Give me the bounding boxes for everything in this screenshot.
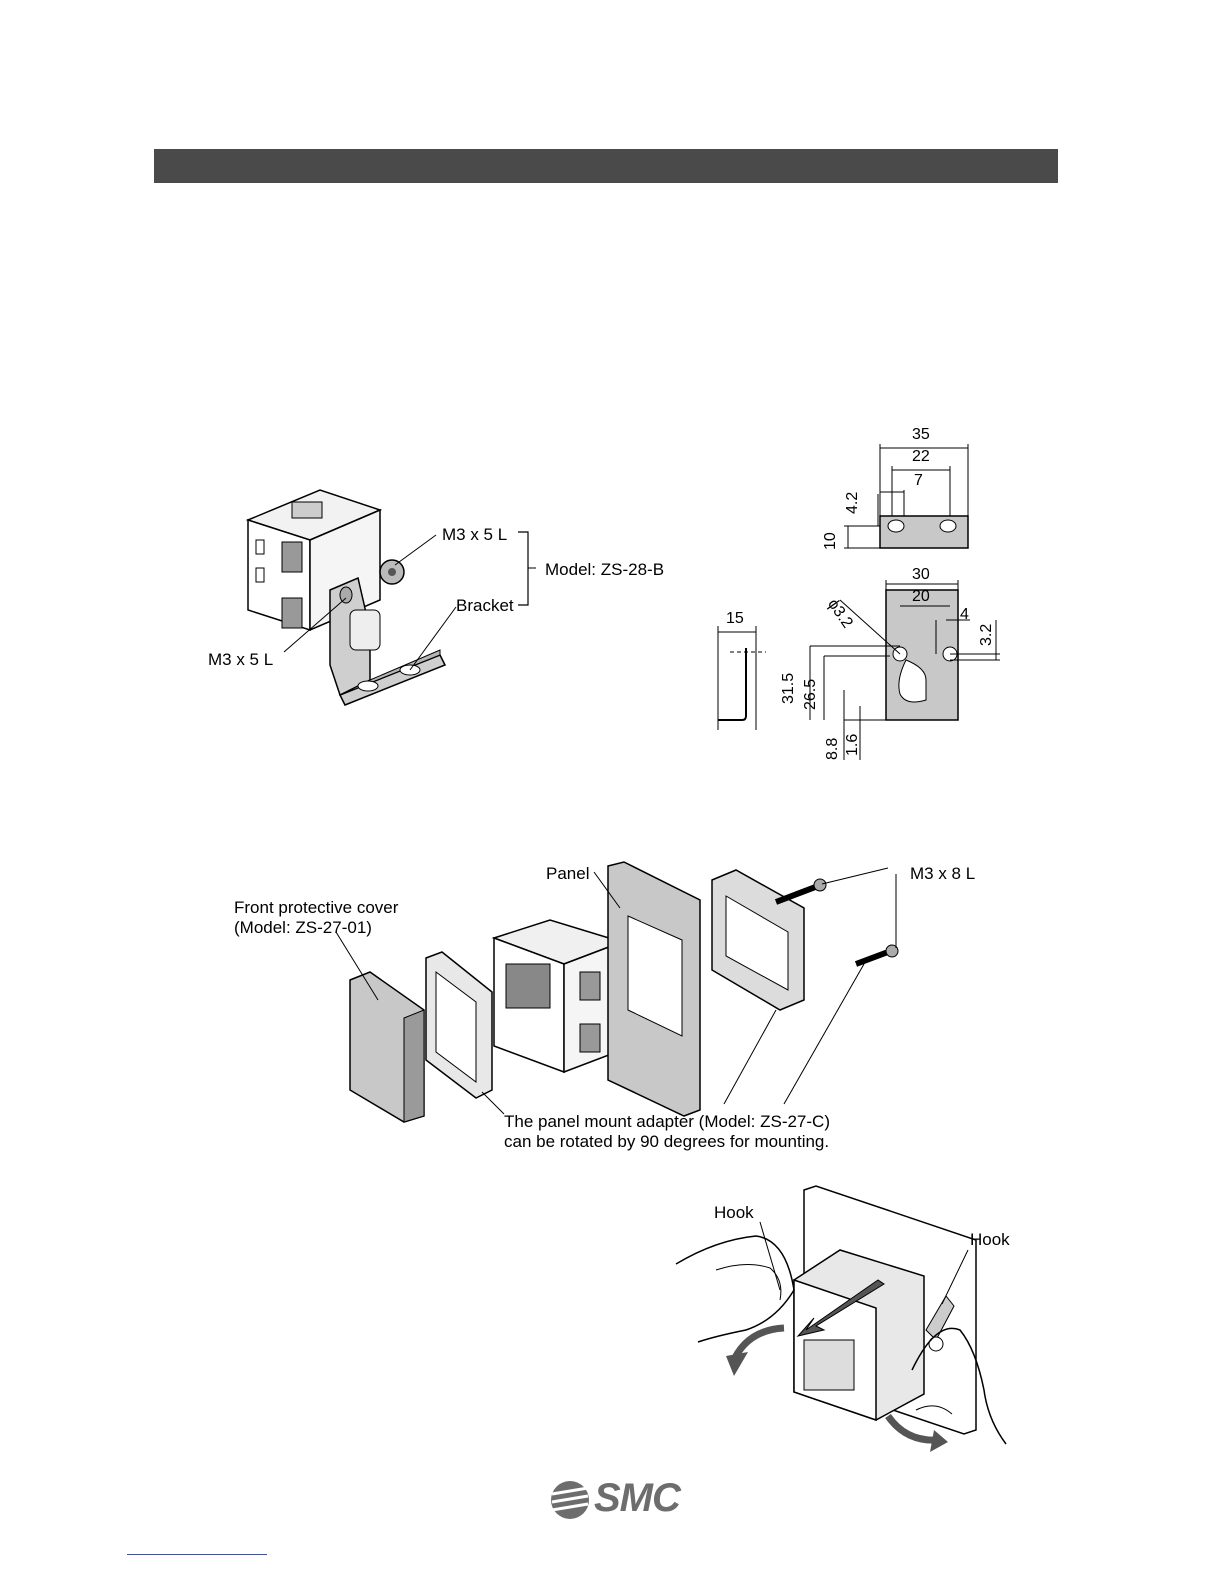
panel-mount-exploded-view [330,860,950,1130]
smc-logo-text: SMC [594,1476,680,1521]
front-cover-label: Front protective cover [234,898,398,918]
bracket-label: Bracket [456,596,514,616]
screw-top-label: M3 x 5 L [442,525,507,545]
hook-left-label: Hook [714,1203,754,1223]
screw-m3x8-label: M3 x 8 L [910,864,975,884]
dim-31-5: 31.5 [780,673,798,704]
adapter-note-line2: can be rotated by 90 degrees for mountin… [504,1132,829,1152]
section-header-bar [154,149,1058,183]
dim-7: 7 [914,472,923,490]
dim-35: 35 [912,426,930,444]
dim-4-2: 4.2 [844,492,862,514]
dim-10: 10 [822,532,840,550]
bracket-model-label: Model: ZS-28-B [545,560,664,580]
dim-4: 4 [960,606,969,624]
dim-8-8: 8.8 [824,738,842,760]
dim-20: 20 [912,588,930,606]
hook-right-label: Hook [970,1230,1010,1250]
dim-30: 30 [912,566,930,584]
smc-logo-mark [548,1480,594,1520]
panel-label: Panel [546,864,589,884]
dim-3-2: 3.2 [978,624,996,646]
bracket-dimension-drawing [700,420,1020,780]
screw-left-label: M3 x 5 L [208,650,273,670]
footer-link-underline [127,1554,267,1555]
dim-1-6: 1.6 [844,734,862,756]
dim-15: 15 [726,610,744,628]
front-cover-model-label: (Model: ZS-27-01) [234,918,372,938]
dim-26-5: 26.5 [802,679,820,710]
dim-22: 22 [912,448,930,466]
adapter-note-line1: The panel mount adapter (Model: ZS-27-C) [504,1112,830,1132]
